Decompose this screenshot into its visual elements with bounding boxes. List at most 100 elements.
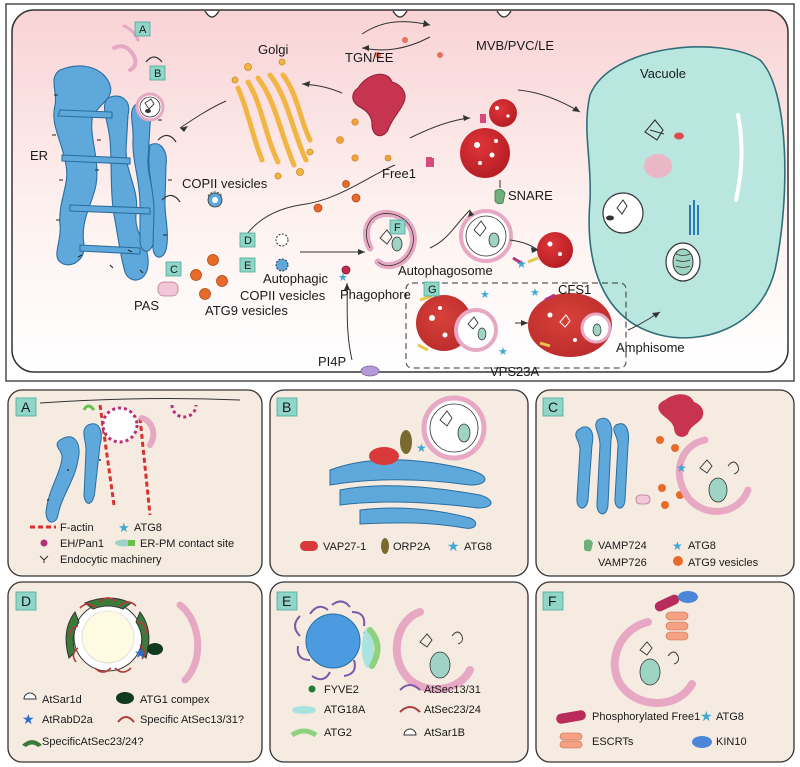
svg-text:D: D: [244, 235, 252, 247]
svg-text:A: A: [21, 399, 31, 415]
label-atg9: ATG9 vesicles: [205, 303, 288, 318]
tag-e: E: [239, 257, 256, 273]
label-snare: SNARE: [508, 188, 553, 203]
endosome-vesicles: [375, 37, 443, 58]
panel-e: E FYVE2 AtSec13/31 ATG18A AtSec23/24 ATG…: [269, 581, 529, 763]
tag-g: G: [423, 281, 440, 297]
label-er: ER: [30, 148, 48, 163]
svg-text:C: C: [548, 399, 558, 415]
panel-f: F Phosphorylated Free1 ★ ATG8 ESCRTs KIN…: [535, 581, 795, 763]
legend-atg1: ATG1 compex: [140, 694, 210, 706]
legend-sec2324-d: SpecificAtSec23/24?: [42, 736, 144, 748]
amphisome-right: [528, 293, 612, 357]
svg-text:F: F: [394, 222, 401, 234]
svg-text:A: A: [139, 24, 147, 36]
atg9-vesicles: [190, 180, 361, 300]
label-autophagic: Autophagic: [263, 271, 329, 286]
legend-atg8: ATG8: [134, 522, 162, 534]
svg-text:★: ★: [118, 520, 130, 535]
label-copii: COPII vesicles: [182, 176, 268, 191]
legend-kin10: KIN10: [716, 736, 747, 748]
legend-orp: ORP2A: [393, 541, 431, 553]
label-pas: PAS: [134, 298, 159, 313]
legend-ehpan1: EH/Pan1: [60, 538, 104, 550]
legend-sec1331-e: AtSec13/31: [424, 684, 481, 696]
golgi-vesicles: [231, 58, 314, 180]
legend-atg9-c: ATG9 vesicles: [688, 557, 759, 569]
legend-sar1b: AtSar1B: [424, 727, 465, 739]
tgn-ee: [352, 73, 406, 137]
label-pi4p: PI4P: [318, 354, 346, 369]
svg-text:★: ★: [480, 289, 490, 301]
amphisome-box: [405, 282, 627, 369]
label-autophagic-copii: COPII vesicles: [240, 288, 326, 303]
pas-structure: [157, 281, 179, 297]
svg-text:E: E: [282, 593, 291, 609]
label-mvb: MVB/PVC/LE: [476, 38, 554, 53]
vacuole-cargo: [644, 119, 665, 141]
er-network: [53, 65, 168, 281]
orp2a-protein: [400, 430, 412, 454]
legend-factin: F-actin: [60, 522, 94, 534]
phagophore: [362, 209, 417, 270]
legend-atg8-c: ATG8: [688, 540, 716, 552]
endocytic-pit: [392, 10, 408, 18]
legend-sar1d: AtSar1d: [42, 694, 82, 706]
label-free1: Free1: [382, 166, 416, 181]
svg-text:★: ★: [672, 539, 683, 553]
er-ribosomes: [52, 94, 172, 274]
legend-atg8-f: ATG8: [716, 711, 744, 723]
legend-escrt: ESCRTs: [592, 736, 634, 748]
legend-atg8-b: ATG8: [464, 541, 492, 553]
svg-text:★: ★: [676, 461, 687, 475]
mvb-compartments: [426, 99, 573, 268]
svg-text:★: ★: [134, 645, 147, 661]
legend-atg2: ATG2: [324, 727, 352, 739]
er-pm-contact: [112, 24, 140, 72]
panel-c: C ★ VAMP724 VAMP726 ★ ATG8 ATG9 vesicles: [535, 389, 795, 577]
golgi-stack: [235, 72, 313, 168]
svg-text:★: ★: [338, 272, 348, 284]
tag-c: C: [165, 261, 182, 277]
panel-b: B ★ VAP27-1 ORP2A ★ ATG8: [269, 389, 529, 577]
tag-b: B: [149, 65, 166, 81]
panel-a: A F-actin ★ ATG8 EH/Pan1 ER-PM contact s…: [7, 389, 263, 577]
legend-vamp726: VAMP726: [598, 557, 647, 569]
snare-protein: [494, 189, 506, 205]
label-vacuole: Vacuole: [640, 66, 686, 81]
svg-text:B: B: [154, 68, 161, 80]
svg-text:C: C: [170, 264, 178, 276]
amphisome-left: [416, 294, 498, 352]
endocytic-pit: [496, 10, 512, 18]
tag-f: F: [389, 219, 406, 235]
er-autophagosome-b: [135, 92, 165, 122]
svg-text:★: ★: [447, 538, 460, 554]
pi4p-lipid: [360, 365, 380, 377]
label-tgn: TGN/EE: [345, 50, 394, 65]
label-golgi: Golgi: [258, 42, 288, 57]
legend-vap: VAP27-1: [323, 541, 366, 553]
label-phagophore: Phagophore: [340, 287, 411, 302]
copii-vesicle: [207, 191, 223, 208]
label-cfs1: CFS1: [558, 282, 591, 297]
vap27-protein: [369, 447, 399, 465]
legend-sec1331-d: Specific AtSec13/31?: [140, 714, 244, 726]
svg-text:★: ★: [416, 441, 427, 455]
tag-a: A: [134, 21, 151, 37]
legend-fyve2: FYVE2: [324, 684, 359, 696]
legend-sec2324-e: AtSec23/24: [424, 704, 481, 716]
svg-text:E: E: [244, 260, 251, 272]
autophagosome: [459, 209, 513, 263]
vacuole-er-fragment: [689, 200, 699, 235]
svg-text:D: D: [21, 593, 31, 609]
svg-text:★: ★: [516, 257, 527, 271]
legend-vamp724: VAMP724: [598, 540, 647, 552]
main-cell-panel: ★ ★: [5, 3, 795, 382]
autophagic-copii-vesicles: [275, 233, 289, 272]
svg-text:★: ★: [700, 708, 713, 724]
tag-d: D: [239, 232, 256, 248]
er-exit-sites: [145, 56, 181, 203]
label-vps23a: VPS23A: [490, 364, 539, 379]
legend-atg18a: ATG18A: [324, 704, 366, 716]
